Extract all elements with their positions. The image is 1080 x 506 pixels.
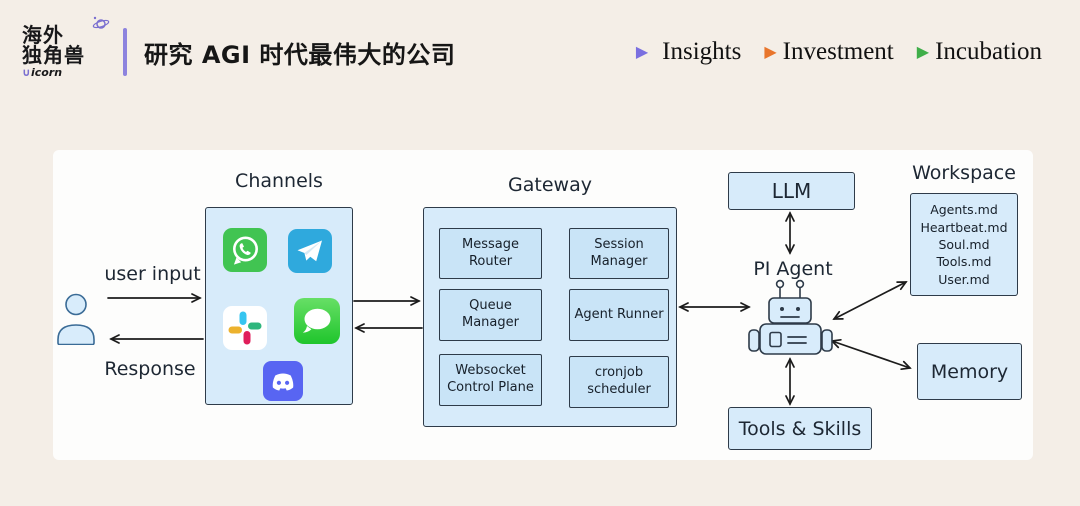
header-divider [123,28,127,76]
workspace-file: Tools.md [936,254,992,270]
module-queue-manager: Queue Manager [439,289,542,341]
nav-item-label: Insights [662,38,742,65]
llm-label: LLM [771,179,812,203]
header-nav: ▶ Insights ▶ Investment ▶ Incubation [636,38,1042,66]
nav-bullet-icon: ▶ [916,42,930,61]
module-session-manager: Session Manager [569,228,669,279]
workspace-label: Workspace [912,162,1016,184]
page-title: 研究 AGI 时代最伟大的公司 [144,40,456,69]
site-header: 海外 独角兽 ∪icorn 研究 AGI 时代最伟大的公司 ▶ Insights… [0,0,1080,104]
module-message-router: Message Router [439,228,542,279]
channels-box [205,207,353,405]
workspace-file: Heartbeat.md [920,219,1008,235]
imessage-icon [294,298,340,348]
nav-item-investment[interactable]: ▶ Investment [764,38,893,66]
workspace-file: User.md [938,271,990,287]
nav-bullet-icon: ▶ [635,42,649,61]
module-cronjob-scheduler: cronjob scheduler [569,356,669,408]
diagram-panel: user input Response Channels [53,150,1033,460]
tools-skills-label: Tools & Skills [738,417,862,440]
module-websocket-control-plane: Websocket Control Plane [439,354,542,406]
response-label: Response [104,358,196,380]
memory-label: Memory [930,360,1009,383]
module-agent-runner: Agent Runner [569,289,669,341]
workspace-file: Agents.md [930,202,998,218]
planet-icon [92,16,110,35]
nav-item-label: Investment [782,38,894,65]
gateway-box: Message Router Session Manager Queue Man… [423,207,677,427]
user-icon [55,293,97,349]
gateway-label: Gateway [508,174,592,196]
llm-box: LLM [728,172,855,210]
nav-item-label: Incubation [935,38,1042,65]
nav-item-incubation[interactable]: ▶ Incubation [917,38,1042,66]
logo-cn-text: 海外 独角兽 [22,22,85,67]
logo-unicorn-text: ∪icorn [22,66,63,80]
site-logo[interactable]: 海外 独角兽 ∪icorn [22,16,110,80]
nav-item-insights[interactable]: ▶ Insights [636,38,742,66]
workspace-box: Agents.md Heartbeat.md Soul.md Tools.md … [910,193,1018,296]
discord-icon [263,361,303,405]
memory-box: Memory [917,343,1022,400]
user-input-label: user input [104,263,201,285]
tools-skills-box: Tools & Skills [728,407,872,450]
pi-agent-label: PI Agent [753,258,833,280]
telegram-icon [288,229,332,277]
workspace-file: Soul.md [938,236,990,252]
slack-icon [223,306,267,354]
robot-icon [748,278,833,364]
arrow-agent-memory [830,338,912,371]
channels-label: Channels [235,170,323,192]
nav-bullet-icon: ▶ [764,42,777,61]
whatsapp-icon [223,228,267,276]
arrow-agent-workspace [832,281,908,320]
